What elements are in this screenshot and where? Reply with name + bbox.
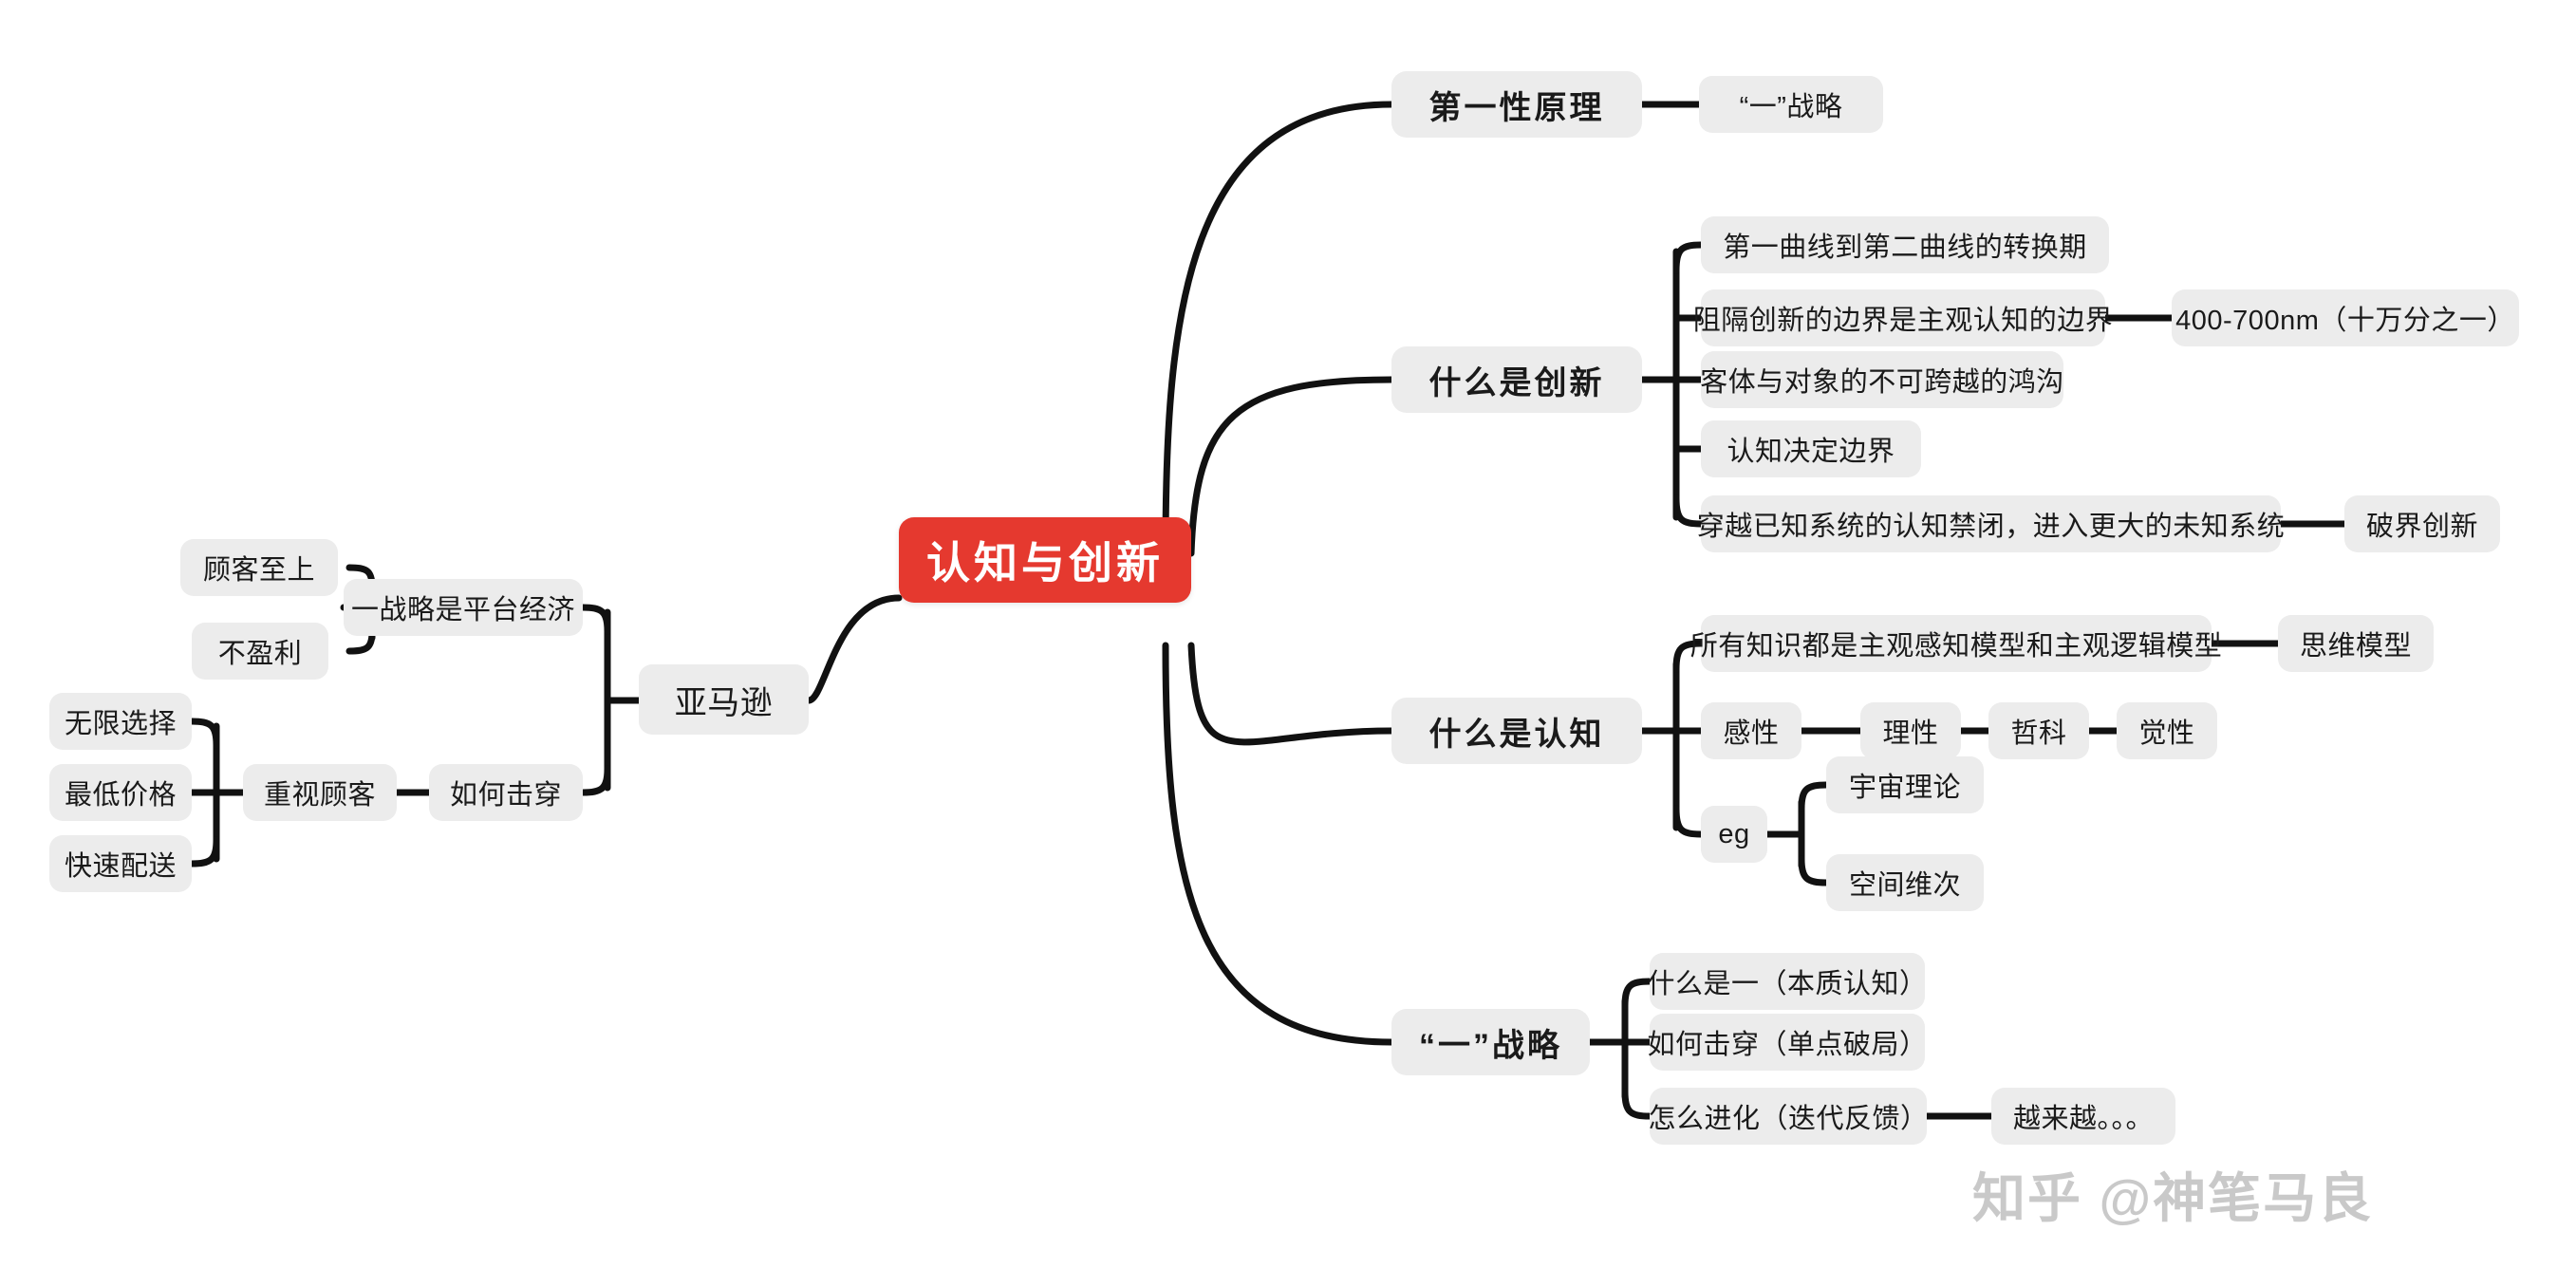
node-first-principle-child-0[interactable]: “一”战略 (1699, 76, 1883, 133)
branch-node-amazon[interactable]: 亚马逊 (639, 664, 809, 735)
node-one-strategy-child-2[interactable]: 怎么进化（迭代反馈） (1648, 1088, 1929, 1145)
node-cognition-child-0-sub-0[interactable]: 思维模型 (2278, 615, 2434, 672)
node-focus-child-0[interactable]: 无限选择 (49, 693, 192, 750)
node-eg-child-1[interactable]: 空间维次 (1826, 854, 1984, 911)
branch-node-what-is-cognition[interactable]: 什么是认知 (1391, 698, 1642, 764)
node-amazon-child-1[interactable]: 如何击穿 (429, 764, 583, 821)
link-eg-c1 (1798, 781, 1830, 812)
branch-label-first-principle: 第一性原理 (1428, 89, 1605, 126)
node-innovation-child-3[interactable]: 认知决定边界 (1701, 420, 1921, 477)
link-eg-c2 (1798, 855, 1830, 886)
node-label: “一”战略 (1739, 92, 1843, 122)
node-focus-child-1[interactable]: 最低价格 (49, 764, 192, 821)
node-innovation-child-1-sub-0[interactable]: 400-700nm（十万分之一） (2172, 289, 2519, 346)
node-label: 重视顾客 (263, 780, 376, 811)
link-onestrategy-c3 (1621, 1088, 1653, 1120)
link-amazon-c2 (579, 765, 611, 796)
node-label: 什么是一（本质认知） (1647, 969, 1928, 999)
node-label: 哲科 (2010, 718, 2067, 749)
link-focus-c1 (188, 718, 220, 749)
node-one-strategy-child-1[interactable]: 如何击穿（单点破局） (1647, 1014, 1928, 1071)
node-focus-child-2[interactable]: 快速配送 (49, 835, 192, 892)
link-root-to-first-principle (1162, 101, 1395, 557)
link-focus-c3 (188, 836, 220, 867)
link-root-to-amazon (805, 594, 903, 704)
node-label: 穿越已知系统的认知禁闭，进入更大的未知系统 (1696, 512, 2286, 542)
node-cognition-chain-0[interactable]: 理性 (1860, 702, 1961, 759)
node-innovation-child-4-sub-0[interactable]: 破界创新 (2344, 495, 2500, 552)
node-platform-child-0[interactable]: 顾客至上 (180, 539, 338, 596)
branch-node-what-is-innovation[interactable]: 什么是创新 (1391, 346, 1642, 413)
link-root-to-what-is-innovation (1187, 376, 1395, 557)
node-innovation-child-2[interactable]: 客体与对象的不可跨越的鸿沟 (1700, 351, 2064, 408)
node-label: eg (1718, 818, 1750, 849)
node-label: 最低价格 (64, 780, 177, 811)
node-cognition-child-2[interactable]: eg (1701, 806, 1767, 863)
node-label: 客体与对象的不可跨越的鸿沟 (1700, 367, 2064, 398)
branch-label-amazon: 亚马逊 (674, 684, 774, 721)
node-innovation-child-4[interactable]: 穿越已知系统的认知禁闭，进入更大的未知系统 (1697, 495, 2285, 552)
node-label: 破界创新 (2365, 512, 2478, 542)
node-innovation-child-0[interactable]: 第一曲线到第二曲线的转换期 (1701, 216, 2109, 273)
node-label: 所有知识都是主观感知模型和主观逻辑模型 (1689, 631, 2223, 662)
node-innovation-child-1[interactable]: 阻隔创新的边界是主观认知的边界 (1693, 289, 2113, 346)
node-how-to-break-child-0[interactable]: 重视顾客 (243, 764, 397, 821)
node-label: 快速配送 (64, 851, 177, 882)
node-label: 空间维次 (1848, 870, 1961, 901)
node-cognition-chain-1[interactable]: 哲科 (1988, 702, 2089, 759)
node-cognition-child-0[interactable]: 所有知识都是主观感知模型和主观逻辑模型 (1690, 615, 2222, 672)
node-label: 400-700nm（十万分之一） (2175, 306, 2515, 336)
node-eg-child-0[interactable]: 宇宙理论 (1826, 756, 1984, 813)
branch-node-one-strategy[interactable]: “一”战略 (1391, 1009, 1590, 1075)
node-cognition-chain-2[interactable]: 觉性 (2117, 702, 2217, 759)
node-label: 宇宙理论 (1848, 773, 1961, 803)
node-label: 觉性 (2138, 718, 2195, 749)
link-cognition-c3 (1672, 805, 1705, 838)
node-cognition-child-1[interactable]: 感性 (1701, 702, 1801, 759)
branch-label-what-is-cognition: 什么是认知 (1428, 716, 1605, 753)
node-label: 顾客至上 (202, 555, 315, 586)
node-label: 感性 (1723, 718, 1780, 749)
node-label: 不盈利 (217, 639, 303, 669)
node-one-strategy-child-0[interactable]: 什么是一（本质认知） (1647, 953, 1928, 1010)
node-label: 一战略是平台经济 (350, 595, 575, 625)
node-label: 如何击穿（单点破局） (1647, 1030, 1928, 1060)
root-node[interactable]: 认知与创新 (899, 517, 1191, 603)
node-one-strategy-child-2-sub-0[interactable]: 越来越。。。 (1991, 1088, 2175, 1145)
node-label: 怎么进化（迭代反馈） (1648, 1104, 1929, 1134)
node-label: 第一曲线到第二曲线的转换期 (1723, 233, 2087, 263)
root-node-label: 认知与创新 (926, 538, 1164, 588)
watermark-text: 知乎 @神笔马良 (1972, 1168, 2374, 1228)
node-label: 理性 (1882, 718, 1939, 749)
node-label: 阻隔创新的边界是主观认知的边界 (1692, 306, 2114, 336)
node-label: 越来越。。。 (2012, 1104, 2154, 1134)
node-label: 认知决定边界 (1727, 437, 1895, 467)
node-label: 如何击穿 (449, 780, 562, 811)
link-onestrategy-c1 (1621, 978, 1653, 1010)
branch-label-what-is-innovation: 什么是创新 (1428, 364, 1605, 401)
link-amazon-c1 (579, 604, 611, 635)
link-root-to-what-is-cognition (1187, 642, 1395, 746)
branch-node-first-principle[interactable]: 第一性原理 (1391, 71, 1642, 138)
node-label: 思维模型 (2299, 631, 2412, 662)
node-label: 无限选择 (64, 709, 177, 739)
branch-label-one-strategy: “一”战略 (1419, 1027, 1562, 1064)
link-root-to-one-strategy (1162, 642, 1395, 1046)
node-amazon-child-0[interactable]: 一战略是平台经济 (344, 579, 583, 636)
node-platform-child-1[interactable]: 不盈利 (192, 623, 328, 680)
watermark: 知乎 @神笔马良 (1972, 1156, 2373, 1233)
link-innovation-c1 (1672, 241, 1705, 274)
